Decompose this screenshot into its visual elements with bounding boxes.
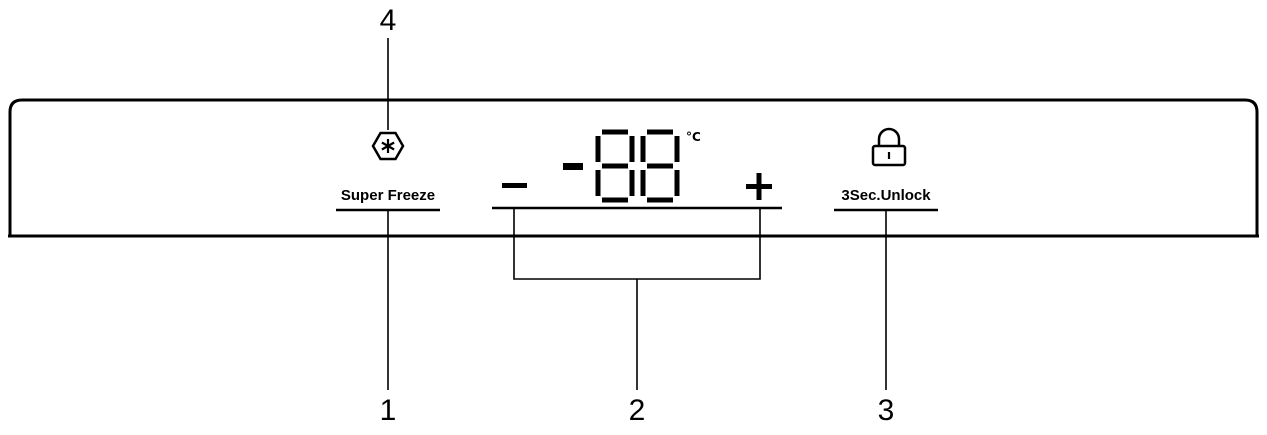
super-freeze-label: Super Freeze: [341, 187, 435, 204]
callout-number-1: 1: [380, 394, 397, 427]
temperature-up-button[interactable]: [746, 173, 772, 200]
display-digit-1: [595, 129, 635, 203]
callout-number-2: 2: [629, 394, 646, 427]
display-unit: °C: [686, 130, 701, 144]
callout-number-4: 4: [380, 4, 397, 37]
callout-bracket-2: [513, 208, 761, 280]
padlock-icon[interactable]: [871, 127, 907, 167]
callout-number-3: 3: [878, 394, 895, 427]
unlock-label: 3Sec.Unlock: [841, 187, 931, 204]
display-minus-segment: [563, 163, 583, 170]
temperature-down-button[interactable]: [502, 183, 527, 188]
temperature-display: °C: [563, 129, 701, 203]
snowflake-hexagon-icon[interactable]: [371, 131, 405, 161]
display-digit-2: [640, 129, 680, 203]
panel-outline: [8, 98, 1259, 236]
